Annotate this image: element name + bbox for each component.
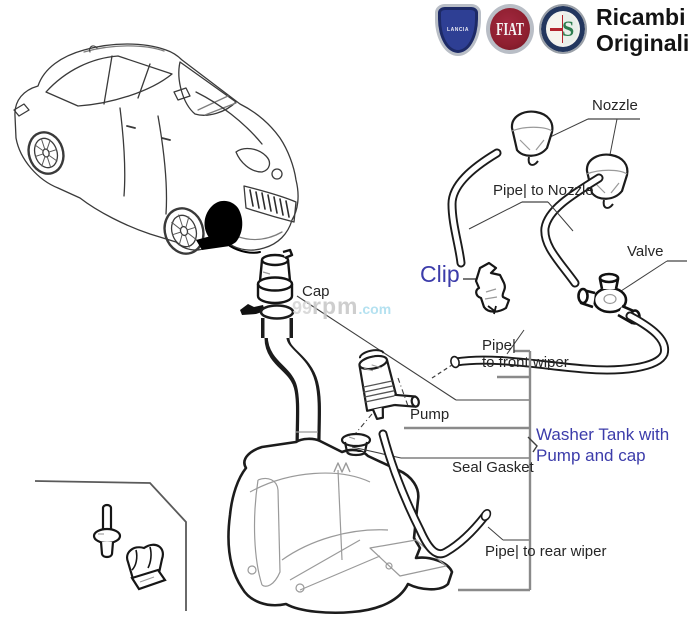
watermark: 99rpm.com (292, 293, 391, 320)
brand-title-line2: Originali (596, 30, 690, 56)
watermark-part3: .com (358, 301, 392, 317)
seal-gasket-part (340, 432, 530, 459)
pump-part (349, 349, 420, 441)
cap-part (256, 248, 530, 401)
nozzle-right (585, 153, 629, 209)
lancia-logo: LANCIA (435, 4, 481, 56)
label-valve: Valve (627, 243, 664, 260)
car-illustration (13, 43, 299, 255)
label-washer-tank-line2: Pump and cap (536, 446, 646, 465)
inset-clip-part (126, 543, 167, 591)
label-clip: Clip (420, 261, 460, 287)
label-pipe-front-line2: to front wiper (482, 354, 569, 371)
label-washer-tank-line1: Washer Tank with (536, 425, 670, 444)
label-cap: Cap (302, 283, 330, 300)
fiat-logo: FIAT (486, 4, 534, 54)
label-pipe-front-line1: Pipe| (482, 337, 516, 354)
push-pin-part (92, 503, 122, 559)
label-pump: Pump (410, 406, 450, 423)
label-washer-tank: Washer Tank with Pump and cap (536, 424, 669, 466)
pipes-to-nozzle (447, 148, 604, 288)
fiat-logo-text: FIAT (496, 17, 524, 39)
inset-box (34, 480, 187, 611)
tank-location-highlight (196, 200, 243, 250)
pipe-to-rear-wiper (378, 429, 530, 559)
pipe-to-front-wiper (431, 311, 670, 379)
label-pipe-to-nozzle: Pipe| to Nozzle (493, 182, 594, 199)
alfa-romeo-emblem: S (548, 13, 578, 45)
alfa-serpent-icon: S (562, 16, 575, 41)
label-seal-gasket: Seal Gasket (452, 459, 534, 476)
brand-header: LANCIA FIAT S Ricambi Originali (435, 4, 689, 56)
filler-neck (240, 304, 321, 449)
label-pipe-rear-wiper: Pipe| to rear wiper (485, 543, 607, 560)
clip-part (463, 261, 511, 315)
group-bracket (404, 349, 538, 592)
nozzle-left (510, 110, 554, 166)
watermark-part2: rpm (312, 293, 359, 319)
brand-title-line1: Ricambi (596, 4, 686, 30)
alfa-romeo-logo: S (539, 4, 587, 54)
label-nozzle: Nozzle (592, 97, 638, 114)
brand-title: Ricambi Originali (596, 4, 689, 56)
lancia-logo-text: LANCIA (447, 27, 469, 33)
watermark-part1: 99 (292, 298, 313, 318)
nozzle-parts (510, 110, 629, 209)
label-pipe-front-wiper: Pipe| to front wiper (482, 337, 569, 371)
